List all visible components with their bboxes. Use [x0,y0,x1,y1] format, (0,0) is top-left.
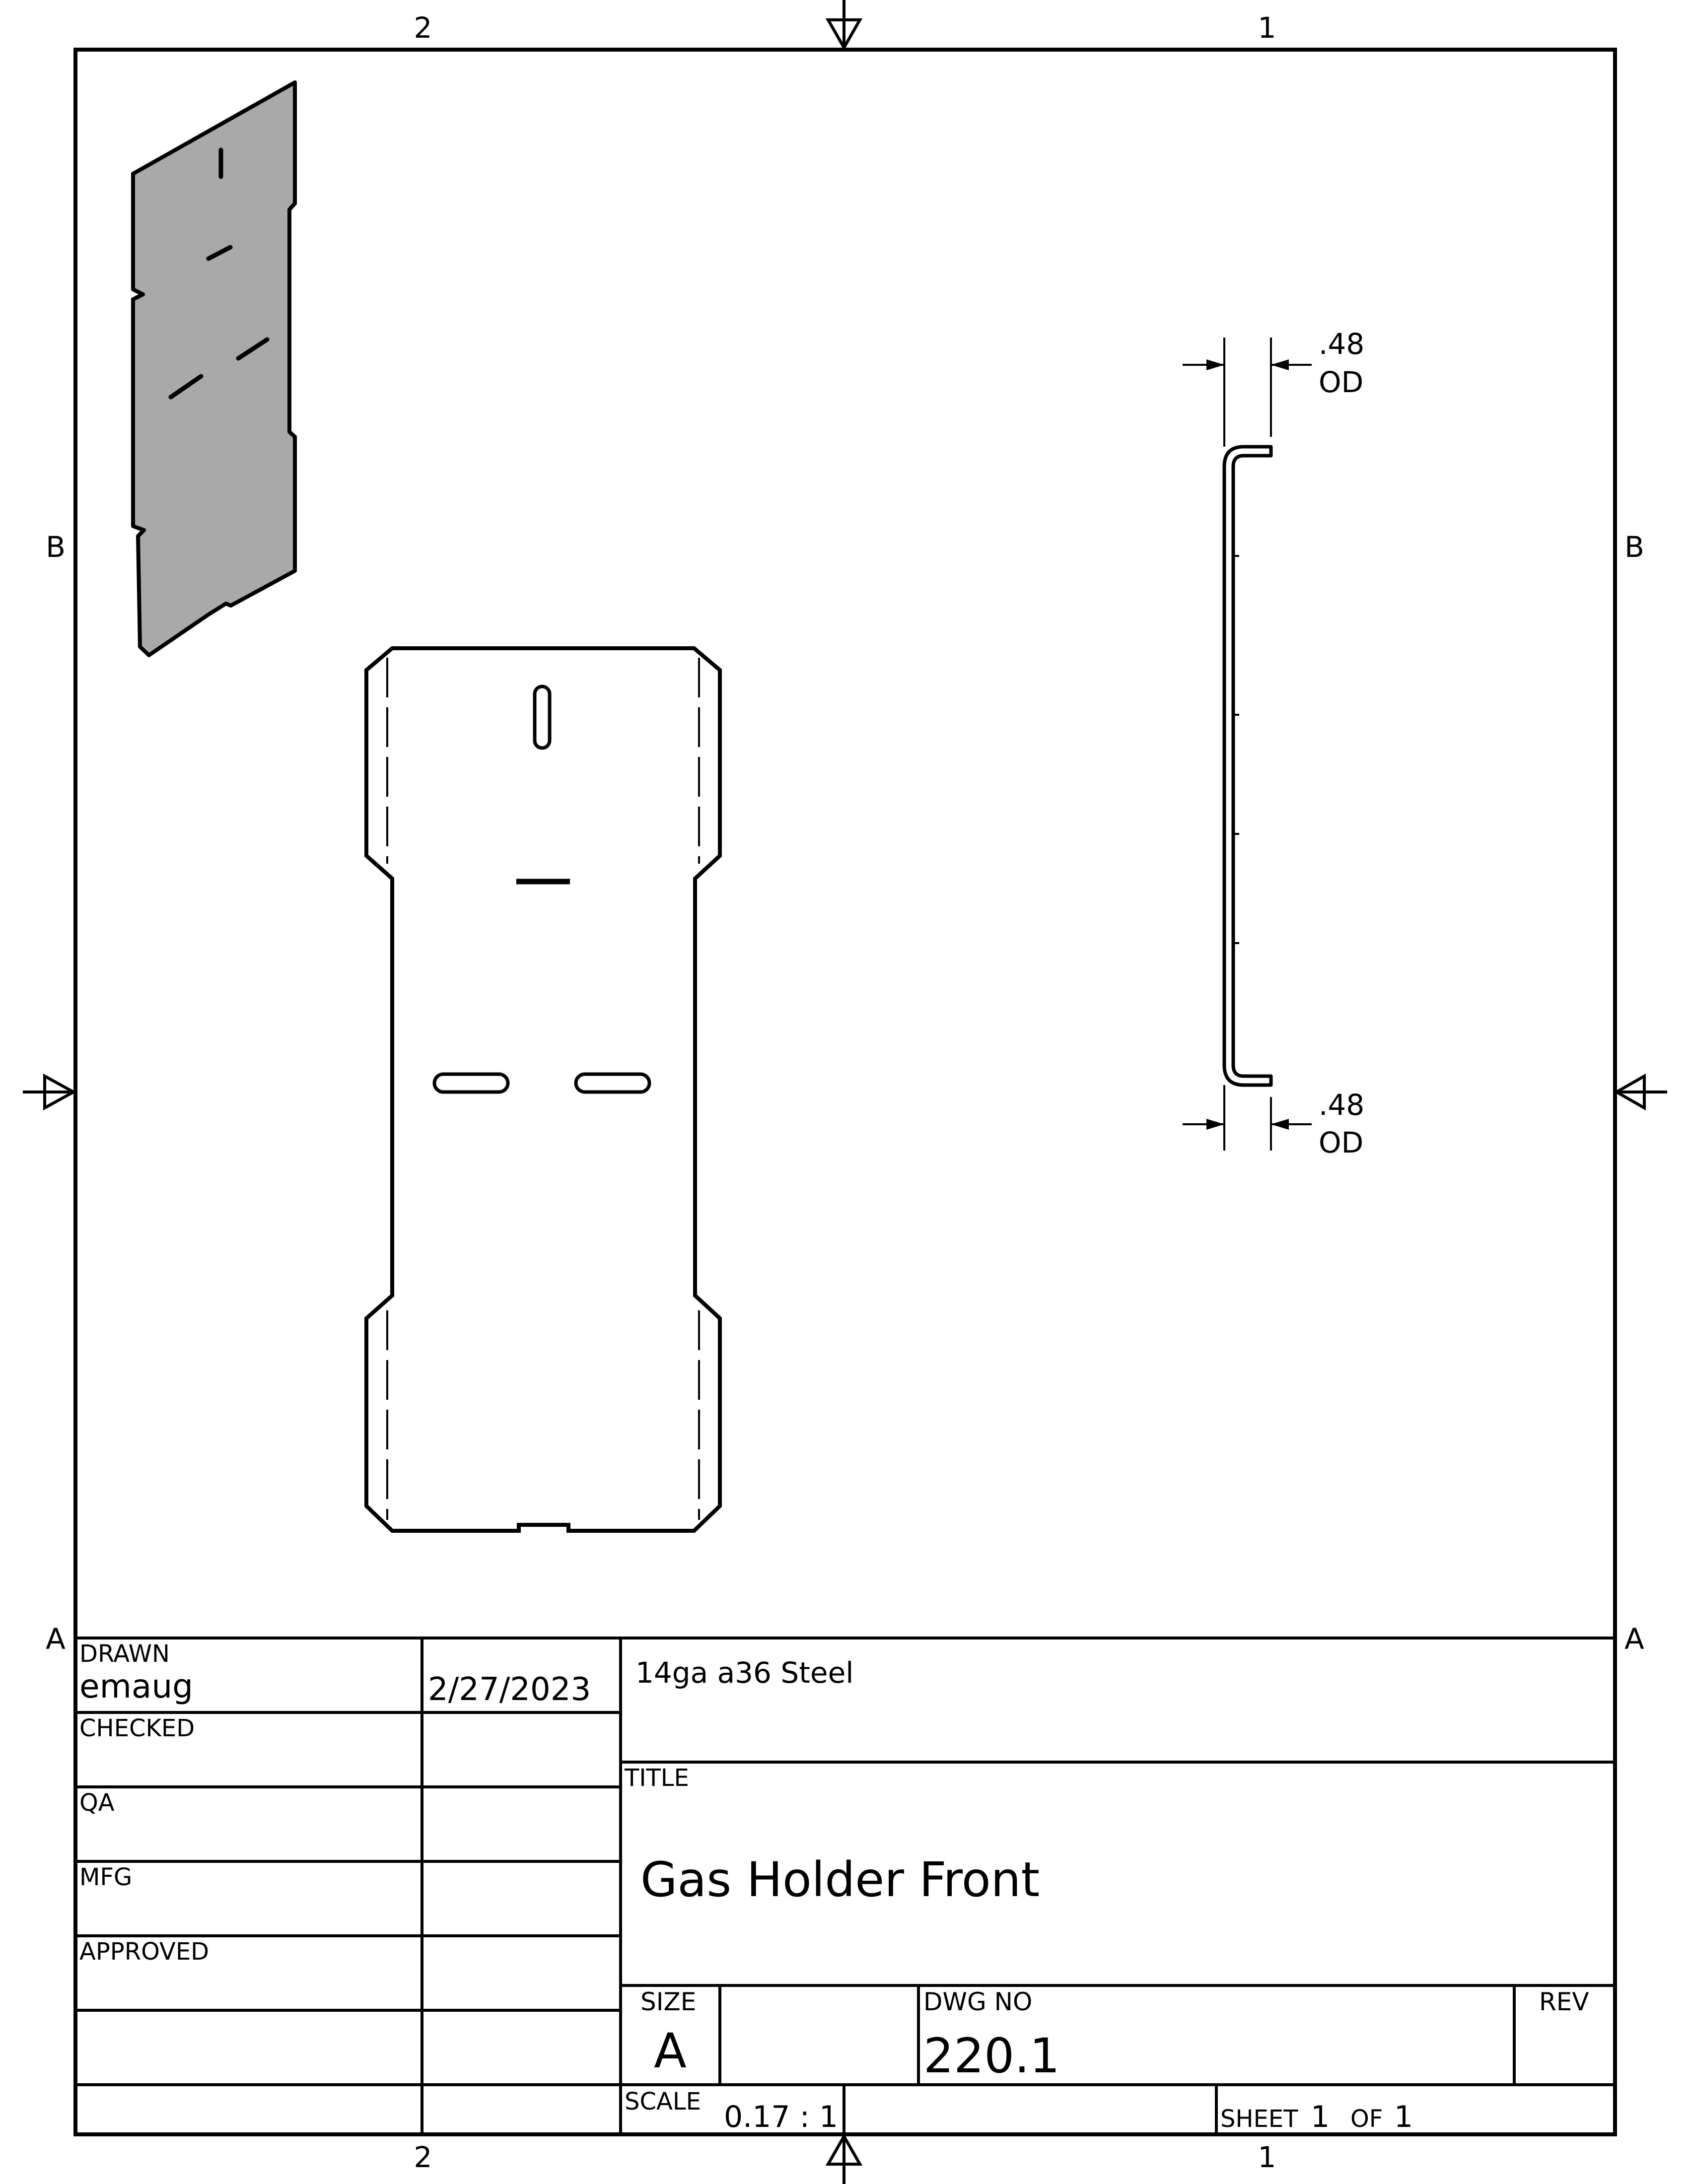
dimension-top-arrow-right [1271,359,1289,370]
dwg-no-label: DWG NO [923,1987,1032,2016]
side-view-profile [1222,445,1273,1087]
qa-label: QA [79,1789,115,1817]
zone-left-b: B [46,530,66,564]
zone-top-1: 1 [1258,11,1276,45]
size-value: A [654,2023,687,2079]
sheet-value: 1 [1311,2100,1330,2134]
flat-pattern-view [364,646,722,1533]
centering-mark-top [825,0,863,51]
dimension-top-label: OD [1319,365,1363,399]
dimension-bottom-arrow-left [1206,1119,1224,1130]
dimension-top-value: .48 [1319,327,1364,361]
zone-left-a: A [46,1622,66,1656]
zone-bottom-2: 2 [414,2140,432,2174]
dimension-bottom [1183,1085,1312,1151]
drawing-title: Gas Holder Front [640,1852,1040,1908]
drawn-label: DRAWN [79,1640,170,1668]
zone-right-a: A [1624,1622,1644,1656]
approved-label: APPROVED [79,1938,209,1966]
flat-pattern-outline [364,646,722,1533]
of-value: 1 [1394,2100,1413,2134]
dimension-bottom-label: OD [1319,1126,1363,1160]
drawn-date-value: 2/27/2023 [428,1671,591,1708]
scale-label: SCALE [625,2088,701,2116]
zone-top-2: 2 [414,11,432,45]
side-view-tick-marks [1233,555,1239,944]
flat-pattern-bend-lines [386,658,700,1520]
dimension-bottom-value: .48 [1319,1088,1364,1122]
flat-pattern-slot-right [574,1072,651,1094]
sheet-label: SHEET [1220,2105,1298,2133]
drawing-border [73,48,1617,2136]
flat-pattern-slot-left [432,1072,510,1094]
title-label: TITLE [624,1764,689,1792]
dimension-bottom-arrow-right [1271,1119,1289,1130]
flat-pattern-vertical-slot [533,684,552,750]
zone-bottom-1: 1 [1258,2140,1276,2174]
rev-label: REV [1539,1987,1589,2016]
isometric-part-body [131,80,297,657]
dimension-top [1183,338,1312,447]
material-value: 14ga a36 Steel [635,1656,853,1690]
title-block-grid [75,1637,1615,2134]
centering-mark-bottom [825,2133,863,2184]
of-label: OF [1350,2105,1383,2133]
zone-right-b: B [1624,530,1644,564]
mfg-label: MFG [79,1863,132,1891]
dwg-no-value: 220.1 [923,2028,1060,2084]
isometric-slots [168,147,270,400]
centering-mark-left [23,1073,77,1111]
isometric-view [131,80,297,657]
dimension-top-arrow-left [1206,359,1224,370]
size-label: SIZE [640,1987,696,2016]
drawn-by-value: emaug [79,1667,193,1706]
centering-mark-right [1613,1073,1667,1111]
scale-value: 0.17 : 1 [724,2100,838,2134]
checked-label: CHECKED [79,1714,195,1742]
side-view [1222,445,1273,1087]
title-block: DRAWN emaug 2/27/2023 CHECKED QA MFG APP… [75,1637,1615,2134]
